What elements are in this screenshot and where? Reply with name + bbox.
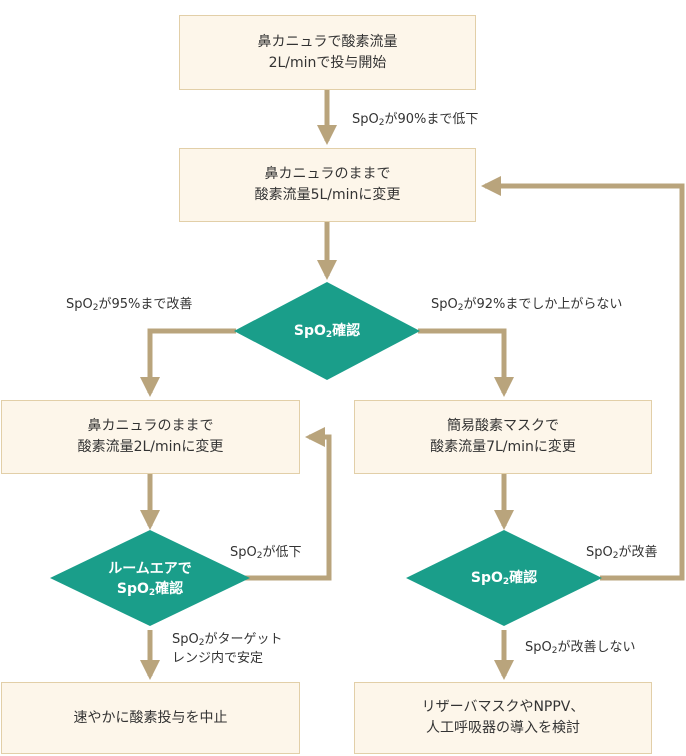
edge-label-target-line1: SpO2がターゲット (172, 632, 283, 648)
step2-box: 鼻カニュラのままで 酸素流量5L/minに変更 (179, 148, 476, 222)
right-line2: 酸素流量7L/minに変更 (430, 439, 576, 455)
reservoir-line1: リザーバマスクやNPPV、 (421, 699, 585, 715)
edge-label-target: SpO2がターゲット レンジ内で安定 (172, 630, 283, 668)
start-box: 鼻カニュラで酸素流量 2L/minで投与開始 (179, 15, 476, 90)
reservoir-box: リザーバマスクやNPPV、 人工呼吸器の導入を検討 (354, 682, 652, 754)
arrow-check1-to-left (140, 328, 236, 397)
roomair-line1: ルームエアで (108, 561, 192, 577)
diamond-check3 (406, 530, 602, 626)
left-box: 鼻カニュラのままで 酸素流量2L/minに変更 (1, 400, 300, 474)
arrow-check3-loop (481, 176, 685, 581)
start-line1: 鼻カニュラで酸素流量 (257, 33, 398, 50)
check3-label: SpO2確認 (470, 570, 538, 587)
roomair-label: ルームエアで SpO2確認 (70, 558, 230, 600)
left-line2: 酸素流量2L/minに変更 (77, 439, 224, 455)
stop-line: 速やかに酸素投与を中止 (73, 709, 228, 726)
step2-line1: 鼻カニュラのままで (264, 166, 391, 182)
edge-label-improve95: SpO2が95%まで改善 (66, 297, 193, 313)
step2-line2: 酸素流量5L/minに変更 (254, 187, 401, 203)
edge-label-drop90: SpO2が90%まで低下 (352, 112, 479, 128)
edge-label-only92: SpO2が92%までしか上がらない (431, 297, 623, 313)
edge-label-drop-low: SpO2が低下 (230, 545, 302, 561)
diamond-check1 (234, 282, 420, 380)
diamond-roomair (50, 530, 250, 626)
edge-label-no-improve: SpO2が改善しない (525, 640, 636, 656)
right-box: 簡易酸素マスクで 酸素流量7L/minに変更 (354, 400, 652, 474)
edge-label-improve: SpO2が改善 (586, 545, 658, 561)
roomair-line2: SpO2確認 (116, 581, 184, 598)
left-line1: 鼻カニュラのままで (87, 418, 214, 434)
edge-label-target-line2: レンジ内で安定 (172, 651, 264, 666)
stop-box: 速やかに酸素投与を中止 (1, 682, 300, 754)
reservoir-line2: 人工呼吸器の導入を検討 (426, 720, 580, 736)
check1-label: SpO2確認 (293, 323, 361, 340)
start-line2: 2L/minで投与開始 (268, 54, 387, 71)
arrow-roomair-loop (242, 427, 332, 581)
right-line1: 簡易酸素マスクで (447, 418, 559, 434)
arrow-check1-to-right (418, 328, 514, 397)
